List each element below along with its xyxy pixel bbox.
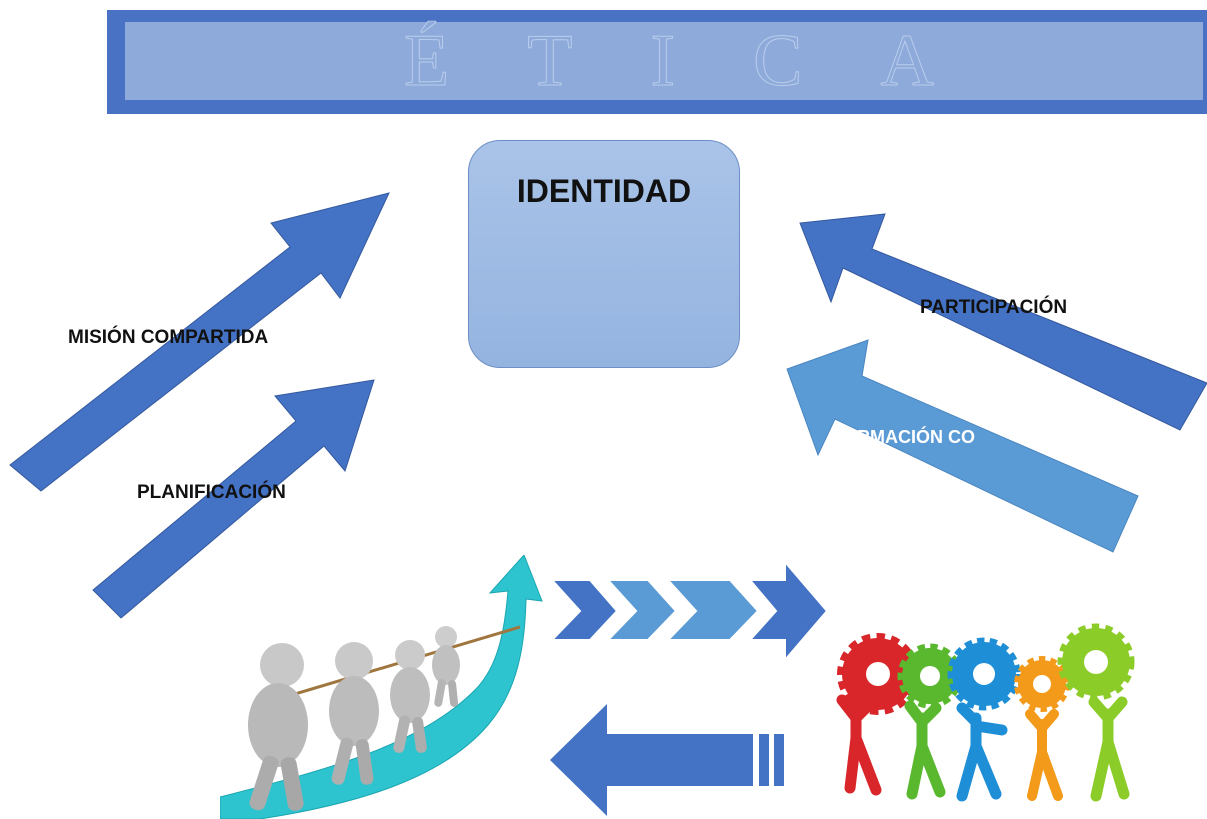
etica-banner: É T I C A xyxy=(107,10,1207,114)
people-pulling-rope-image xyxy=(220,555,550,819)
banner-letter: I xyxy=(650,19,676,102)
formacion-label: FORMACIÓN CO xyxy=(832,427,975,447)
banner-letter: C xyxy=(753,19,803,102)
banner-letter: T xyxy=(527,19,573,102)
banner-letter: É xyxy=(403,19,450,102)
participacion-arrow xyxy=(799,213,1207,431)
chevron-2 xyxy=(605,579,678,641)
formacion-label-clip: FORMACIÓN CO xyxy=(832,422,1020,452)
mision-label: MISIÓN COMPARTIDA xyxy=(68,327,269,348)
chevron-1 xyxy=(549,579,619,641)
planificacion-label: PLANIFICACIÓN xyxy=(137,482,286,503)
banner-letter: A xyxy=(880,19,934,102)
chevron-head-arrow xyxy=(747,559,829,663)
chevron-3 xyxy=(665,579,760,641)
left-arrow xyxy=(550,704,753,816)
gear-icon xyxy=(1057,623,1135,701)
left-arrow-stripe xyxy=(774,734,784,786)
planificacion-arrow xyxy=(92,379,375,619)
etica-banner-inner: É T I C A xyxy=(125,19,1203,102)
participacion-label: PARTICIPACIÓN xyxy=(920,297,1068,318)
left-arrow-stripe xyxy=(759,734,769,786)
identity-box: IDENTIDAD xyxy=(468,140,740,368)
formacion-arrow xyxy=(786,339,1139,553)
identity-title: IDENTIDAD xyxy=(516,173,692,209)
gear-icon xyxy=(947,637,1021,711)
gear-icon xyxy=(1014,656,1070,712)
people-carrying-gears-image xyxy=(836,623,1135,802)
mision-arrow xyxy=(9,192,390,492)
